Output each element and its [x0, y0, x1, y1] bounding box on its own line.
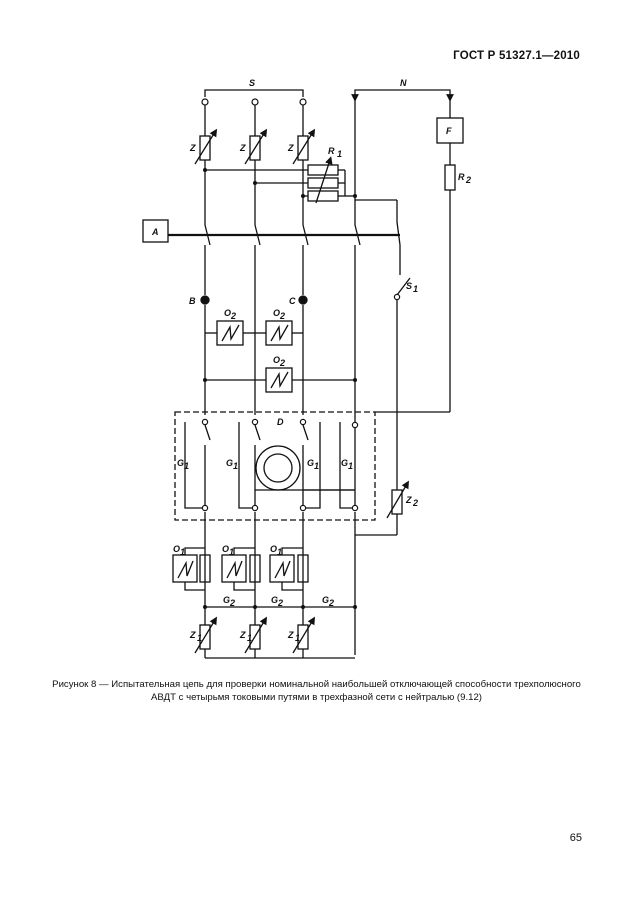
label-z1-1: Z — [189, 630, 196, 640]
label-r2-sub: 2 — [465, 175, 471, 185]
label-g2-2: G — [271, 595, 278, 605]
label-g2-1: G — [223, 595, 230, 605]
label-r2: R — [458, 172, 465, 182]
label-z1-2-sub: 1 — [247, 633, 252, 643]
label-o2-3-sub: 2 — [279, 358, 285, 368]
label-o2-2: O — [273, 308, 280, 318]
label-s1-sub: 1 — [413, 284, 418, 294]
impedance-z-1 — [199, 135, 211, 161]
label-z1-1-sub: 1 — [197, 633, 202, 643]
label-g1-2-sub: 1 — [233, 461, 238, 471]
s-brace — [204, 89, 304, 97]
label-o1-3-sub: 1 — [277, 547, 282, 557]
label-o2-1: O — [224, 308, 231, 318]
label-g2-3-sub: 2 — [328, 598, 334, 608]
label-g1-3-sub: 1 — [314, 461, 319, 471]
label-f: F — [446, 126, 452, 136]
figure-caption: Рисунок 8 — Испытательная цепь для прове… — [52, 679, 581, 703]
label-g2-2-sub: 2 — [277, 598, 283, 608]
standard-header: ГОСТ Р 51327.1—2010 — [453, 50, 580, 62]
n-brace — [354, 89, 451, 97]
resistor-r2 — [444, 164, 456, 191]
label-c: C — [289, 296, 296, 306]
impedance-z-2 — [249, 135, 261, 161]
label-r1: R — [328, 146, 335, 156]
label-o2-2-sub: 2 — [279, 311, 285, 321]
label-g1-1: G — [177, 458, 184, 468]
label-z1-3-sub: 1 — [295, 633, 300, 643]
label-g1-3: G — [307, 458, 314, 468]
label-g1-2: G — [226, 458, 233, 468]
label-z2-sub: 2 — [412, 498, 418, 508]
device-d-frame — [174, 411, 376, 521]
label-g1-1-sub: 1 — [184, 461, 189, 471]
oscillograph-o1-1 — [172, 554, 198, 583]
label-g2-1-sub: 2 — [229, 598, 235, 608]
label-o2-3: O — [273, 355, 280, 365]
fuse-f-box — [436, 117, 464, 144]
label-o2-1-sub: 2 — [230, 311, 236, 321]
label-o1-1: O — [173, 544, 180, 554]
label-z2: Z — [405, 495, 412, 505]
apparatus-a-box — [142, 219, 169, 243]
label-g1-4-sub: 1 — [348, 461, 353, 471]
label-b: B — [189, 296, 196, 306]
label-o1-2-sub: 1 — [229, 547, 234, 557]
label-z-2: Z — [239, 143, 246, 153]
oscillograph-o1-2 — [221, 554, 247, 583]
resistor-r1-c — [307, 190, 339, 202]
label-o1-1-sub: 1 — [180, 547, 185, 557]
label-a: A — [151, 227, 159, 237]
impedance-z-3 — [297, 135, 309, 161]
page-number: 65 — [569, 832, 582, 844]
label-g2-3: G — [322, 595, 329, 605]
label-z-3: Z — [287, 143, 294, 153]
resistor-r1-a — [307, 164, 339, 176]
oscillograph-o1-3 — [269, 554, 295, 583]
label-o1-2: O — [222, 544, 229, 554]
label-z1-3: Z — [287, 630, 294, 640]
label-o1-3: O — [270, 544, 277, 554]
label-r1-sub: 1 — [337, 149, 342, 159]
label-z1-2: Z — [239, 630, 246, 640]
label-z-1: Z — [189, 143, 196, 153]
label-g1-4: G — [341, 458, 348, 468]
label-n: N — [400, 78, 407, 88]
label-s: S — [249, 78, 255, 88]
label-d: D — [277, 417, 284, 427]
label-s1: S — [406, 281, 412, 291]
